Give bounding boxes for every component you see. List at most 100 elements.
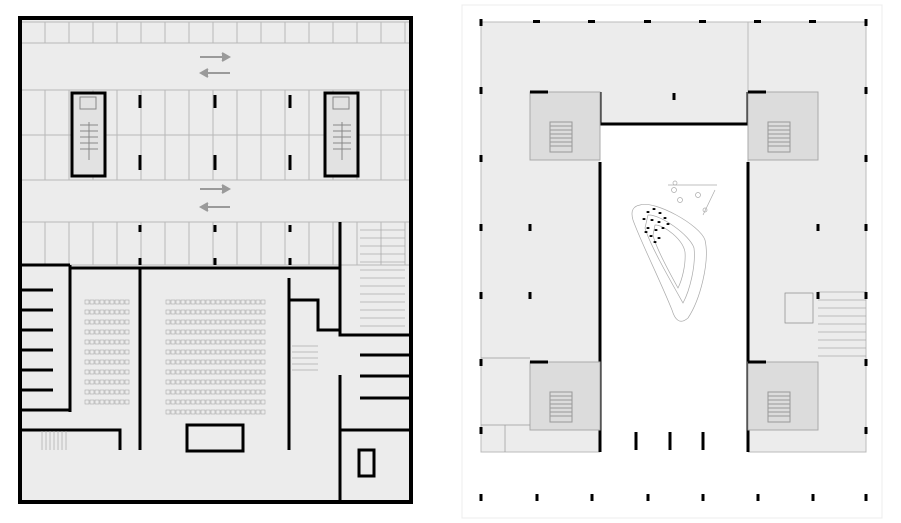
column — [213, 258, 217, 265]
seat — [225, 319, 231, 325]
seat — [165, 409, 171, 415]
column — [864, 87, 868, 94]
seat — [200, 389, 206, 395]
seat — [104, 379, 110, 385]
column — [138, 155, 142, 170]
seat — [260, 329, 266, 335]
stairs-left-bottom — [41, 431, 67, 450]
seat — [119, 399, 125, 405]
seat — [235, 399, 241, 405]
seat — [109, 309, 115, 315]
seat — [94, 319, 100, 325]
seat — [99, 299, 105, 305]
column — [528, 224, 532, 231]
seat — [205, 359, 211, 365]
seat — [260, 309, 266, 315]
seat — [114, 329, 120, 335]
seat — [109, 399, 115, 405]
seat — [220, 369, 226, 375]
seat — [165, 329, 171, 335]
seat — [230, 339, 236, 345]
seat — [215, 329, 221, 335]
seat — [175, 379, 181, 385]
seat — [260, 339, 266, 345]
seat — [84, 379, 90, 385]
seat — [185, 319, 191, 325]
seat — [205, 369, 211, 375]
seat — [225, 339, 231, 345]
seat — [255, 399, 261, 405]
seat — [104, 359, 110, 365]
seat — [99, 349, 105, 355]
seat — [220, 339, 226, 345]
seat — [175, 359, 181, 365]
seat — [89, 379, 95, 385]
seat — [185, 339, 191, 345]
seat — [205, 389, 211, 395]
column — [533, 20, 540, 23]
seat — [195, 409, 201, 415]
seat — [180, 319, 186, 325]
seat — [210, 299, 216, 305]
seat — [200, 379, 206, 385]
seat — [245, 359, 251, 365]
seat — [225, 309, 231, 315]
seat — [235, 339, 241, 345]
seat — [260, 389, 266, 395]
seat — [240, 299, 246, 305]
seat — [195, 329, 201, 335]
seat — [180, 329, 186, 335]
seat — [210, 349, 216, 355]
seat — [255, 409, 261, 415]
seat — [99, 329, 105, 335]
seat — [119, 319, 125, 325]
seat — [104, 329, 110, 335]
seat — [245, 379, 251, 385]
column — [213, 95, 217, 108]
seat — [180, 379, 186, 385]
seat — [99, 319, 105, 325]
seat — [220, 329, 226, 335]
seat — [235, 409, 241, 415]
seat — [109, 339, 115, 345]
column — [288, 155, 292, 170]
seat — [245, 329, 251, 335]
seat — [225, 389, 231, 395]
seat — [240, 409, 246, 415]
seat — [250, 369, 256, 375]
seat — [94, 369, 100, 375]
seat — [124, 369, 130, 375]
seat — [250, 359, 256, 365]
tree — [666, 223, 670, 225]
column — [816, 292, 820, 299]
stairs-right-side — [292, 229, 405, 371]
seat — [175, 309, 181, 315]
seat — [190, 299, 196, 305]
seat — [119, 349, 125, 355]
seat — [250, 389, 256, 395]
right-plan-frame — [461, 4, 883, 519]
seat — [210, 409, 216, 415]
column — [479, 359, 483, 366]
seat — [94, 329, 100, 335]
seat — [220, 319, 226, 325]
seat — [225, 369, 231, 375]
seat — [109, 349, 115, 355]
seat — [195, 349, 201, 355]
seat — [210, 379, 216, 385]
seat — [185, 329, 191, 335]
seat — [200, 329, 206, 335]
seat — [104, 369, 110, 375]
seat — [225, 379, 231, 385]
seat — [89, 399, 95, 405]
column — [479, 292, 483, 299]
seat — [175, 399, 181, 405]
seat — [230, 359, 236, 365]
seat — [104, 319, 110, 325]
seat — [195, 359, 201, 365]
seat — [200, 319, 206, 325]
seat — [89, 329, 95, 335]
seat — [124, 349, 130, 355]
seat — [190, 329, 196, 335]
seat — [119, 359, 125, 365]
